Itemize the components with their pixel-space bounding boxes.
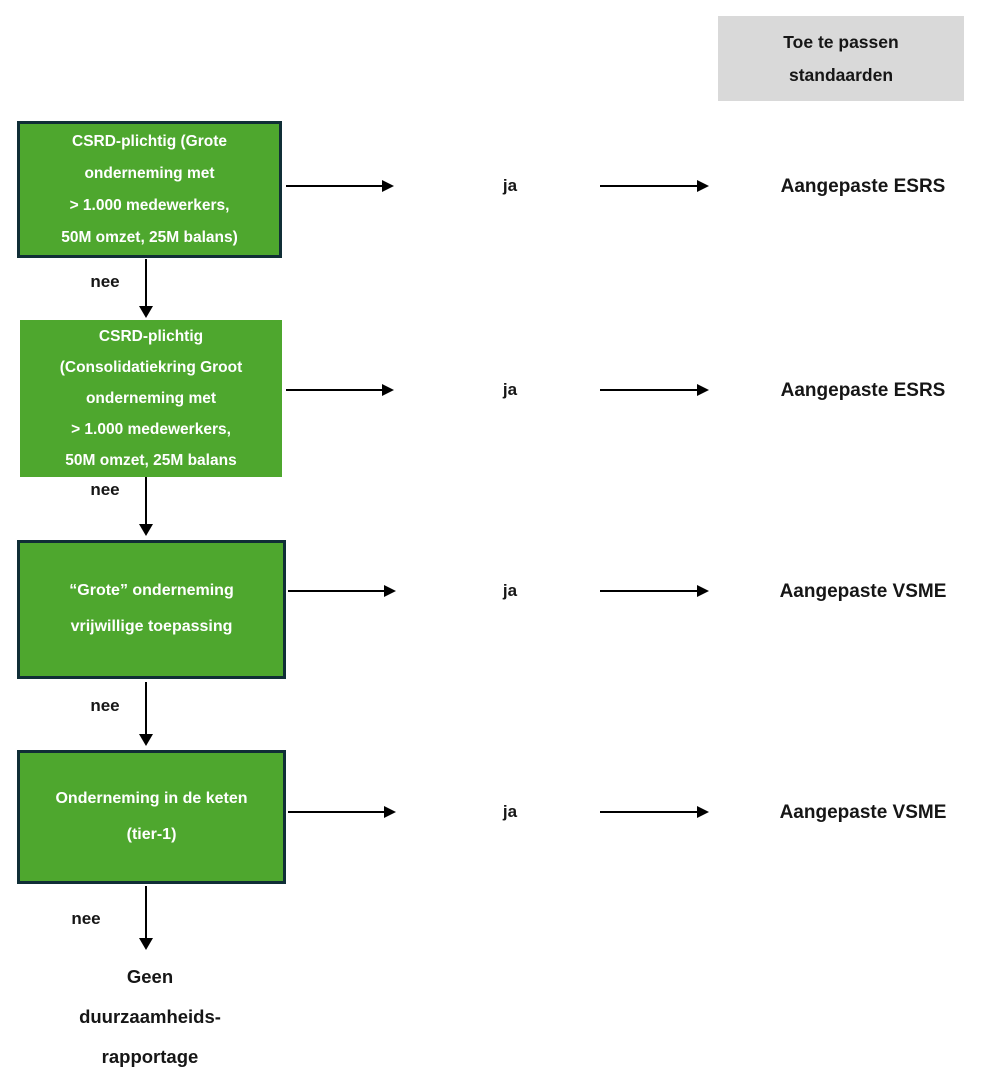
decision-box-line: 50M omzet, 25M balans) [61,228,238,246]
right-arrow-icon [600,585,709,597]
decision-box-chain-tier1: Onderneming in de keten (tier-1) [17,750,286,884]
yes-label: ja [502,380,518,399]
decision-box-line: CSRD-plichtig (Grote [72,132,227,150]
down-arrow-icon [139,682,153,746]
outcome-label: Aangepaste ESRS [780,176,946,197]
right-arrow-icon [600,384,709,396]
decision-box-line: (tier-1) [126,826,177,843]
decision-box-line: CSRD-plichtig [98,328,204,345]
down-arrow-icon [139,886,153,950]
standards-header-line2: standaarden [788,64,894,85]
right-arrow-icon [600,806,709,818]
down-arrow-icon [139,259,153,318]
down-arrow-icon [139,477,153,536]
no-label: nee [71,909,101,928]
outcome-label: Aangepaste ESRS [780,380,946,401]
terminal-line: Geen [126,966,174,987]
terminal-line: rapportage [101,1046,199,1067]
decision-box-line: > 1.000 medewerkers, [71,421,231,438]
decision-box-csrd-consolidation: CSRD-plichtig (Consolidatiekring Groot o… [20,320,282,477]
decision-box-line: onderneming met [85,390,217,407]
terminal-label-no-reporting: Geen duurzaamheids- rapportage [40,957,260,1077]
right-arrow-icon [286,384,394,396]
standards-header-line1: Toe te passen [783,31,899,52]
decision-box-line: vrijwillige toepassing [70,618,233,635]
decision-box-line: 50M omzet, 25M balans [65,452,237,469]
right-arrow-icon [288,806,396,818]
right-arrow-icon [600,180,709,192]
right-arrow-icon [286,180,394,192]
no-label: nee [90,480,120,499]
terminal-line: duurzaamheids- [79,1006,221,1027]
decision-box-line: > 1.000 medewerkers, [69,196,230,214]
yes-label: ja [502,802,518,821]
decision-box-line: “Grote” onderneming [69,582,234,599]
no-label: nee [90,696,120,715]
decision-box-line: Onderneming in de keten [55,790,248,807]
decision-box-line: onderneming met [84,164,215,182]
outcome-label: Aangepaste VSME [779,581,947,602]
decision-box-csrd-large: CSRD-plichtig (Grote onderneming met > 1… [17,121,282,258]
outcome-label: Aangepaste VSME [779,802,947,823]
decision-box-line: (Consolidatiekring Groot [59,359,243,376]
right-arrow-icon [288,585,396,597]
no-label: nee [90,272,120,291]
decision-box-voluntary: “Grote” onderneming vrijwillige toepassi… [17,540,286,679]
standards-header: Toe te passen standaarden [718,16,964,101]
yes-label: ja [502,176,518,195]
yes-label: ja [502,581,518,600]
